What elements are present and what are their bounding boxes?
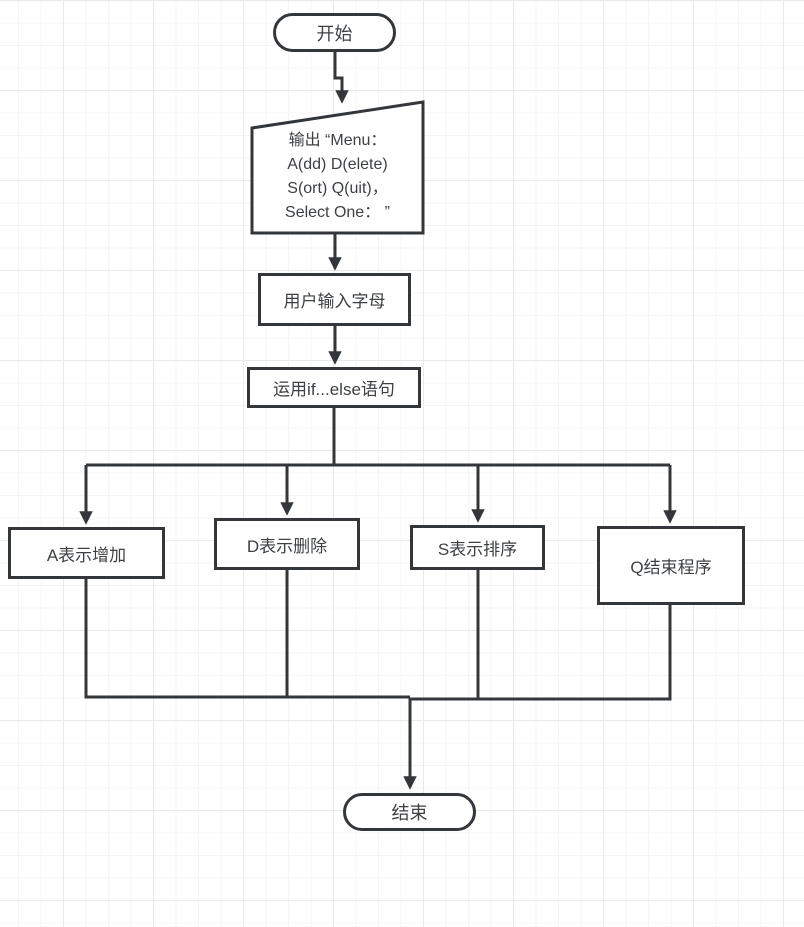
output-shape[interactable] [250,100,425,235]
node-branch-d[interactable]: D表示删除 [214,518,360,570]
node-user-input[interactable]: 用户输入字母 [258,273,411,326]
connector-branch-a-to-merge[interactable] [84,579,410,699]
connector-start-to-output[interactable] [333,52,349,104]
node-branch-s-label: S表示排序 [437,540,518,559]
node-branch-s[interactable]: S表示排序 [410,525,545,570]
node-if-else-label: 运用if...else语句 [273,380,395,399]
node-branch-a[interactable]: A表示增加 [8,527,165,579]
node-branch-a-label: A表示增加 [46,545,127,565]
node-menu-output-text[interactable]: 输出 “Menu： A(dd) D(elete) S(ort) Q(uit)， … [252,124,423,230]
node-branch-d-label: D表示删除 [246,536,328,556]
node-start[interactable]: 开始 [273,13,396,52]
menu-output-line-4: Select One： ” [285,204,390,221]
node-end-label: 结束 [391,803,428,823]
node-end[interactable]: 结束 [343,793,476,831]
menu-output-line-2: A(dd) D(elete) [287,156,388,173]
connector-branch-q-to-merge[interactable] [410,605,672,701]
node-user-input-label: 用户输入字母 [283,292,386,311]
node-if-else[interactable]: 运用if...else语句 [247,367,421,408]
node-branch-q-label: Q结束程序 [630,558,712,577]
menu-output-line-1: 输出 “Menu： [288,132,387,149]
node-start-label: 开始 [316,23,353,44]
node-branch-q[interactable]: Q结束程序 [597,526,745,605]
menu-output-line-3: S(ort) Q(uit)， [287,180,388,197]
